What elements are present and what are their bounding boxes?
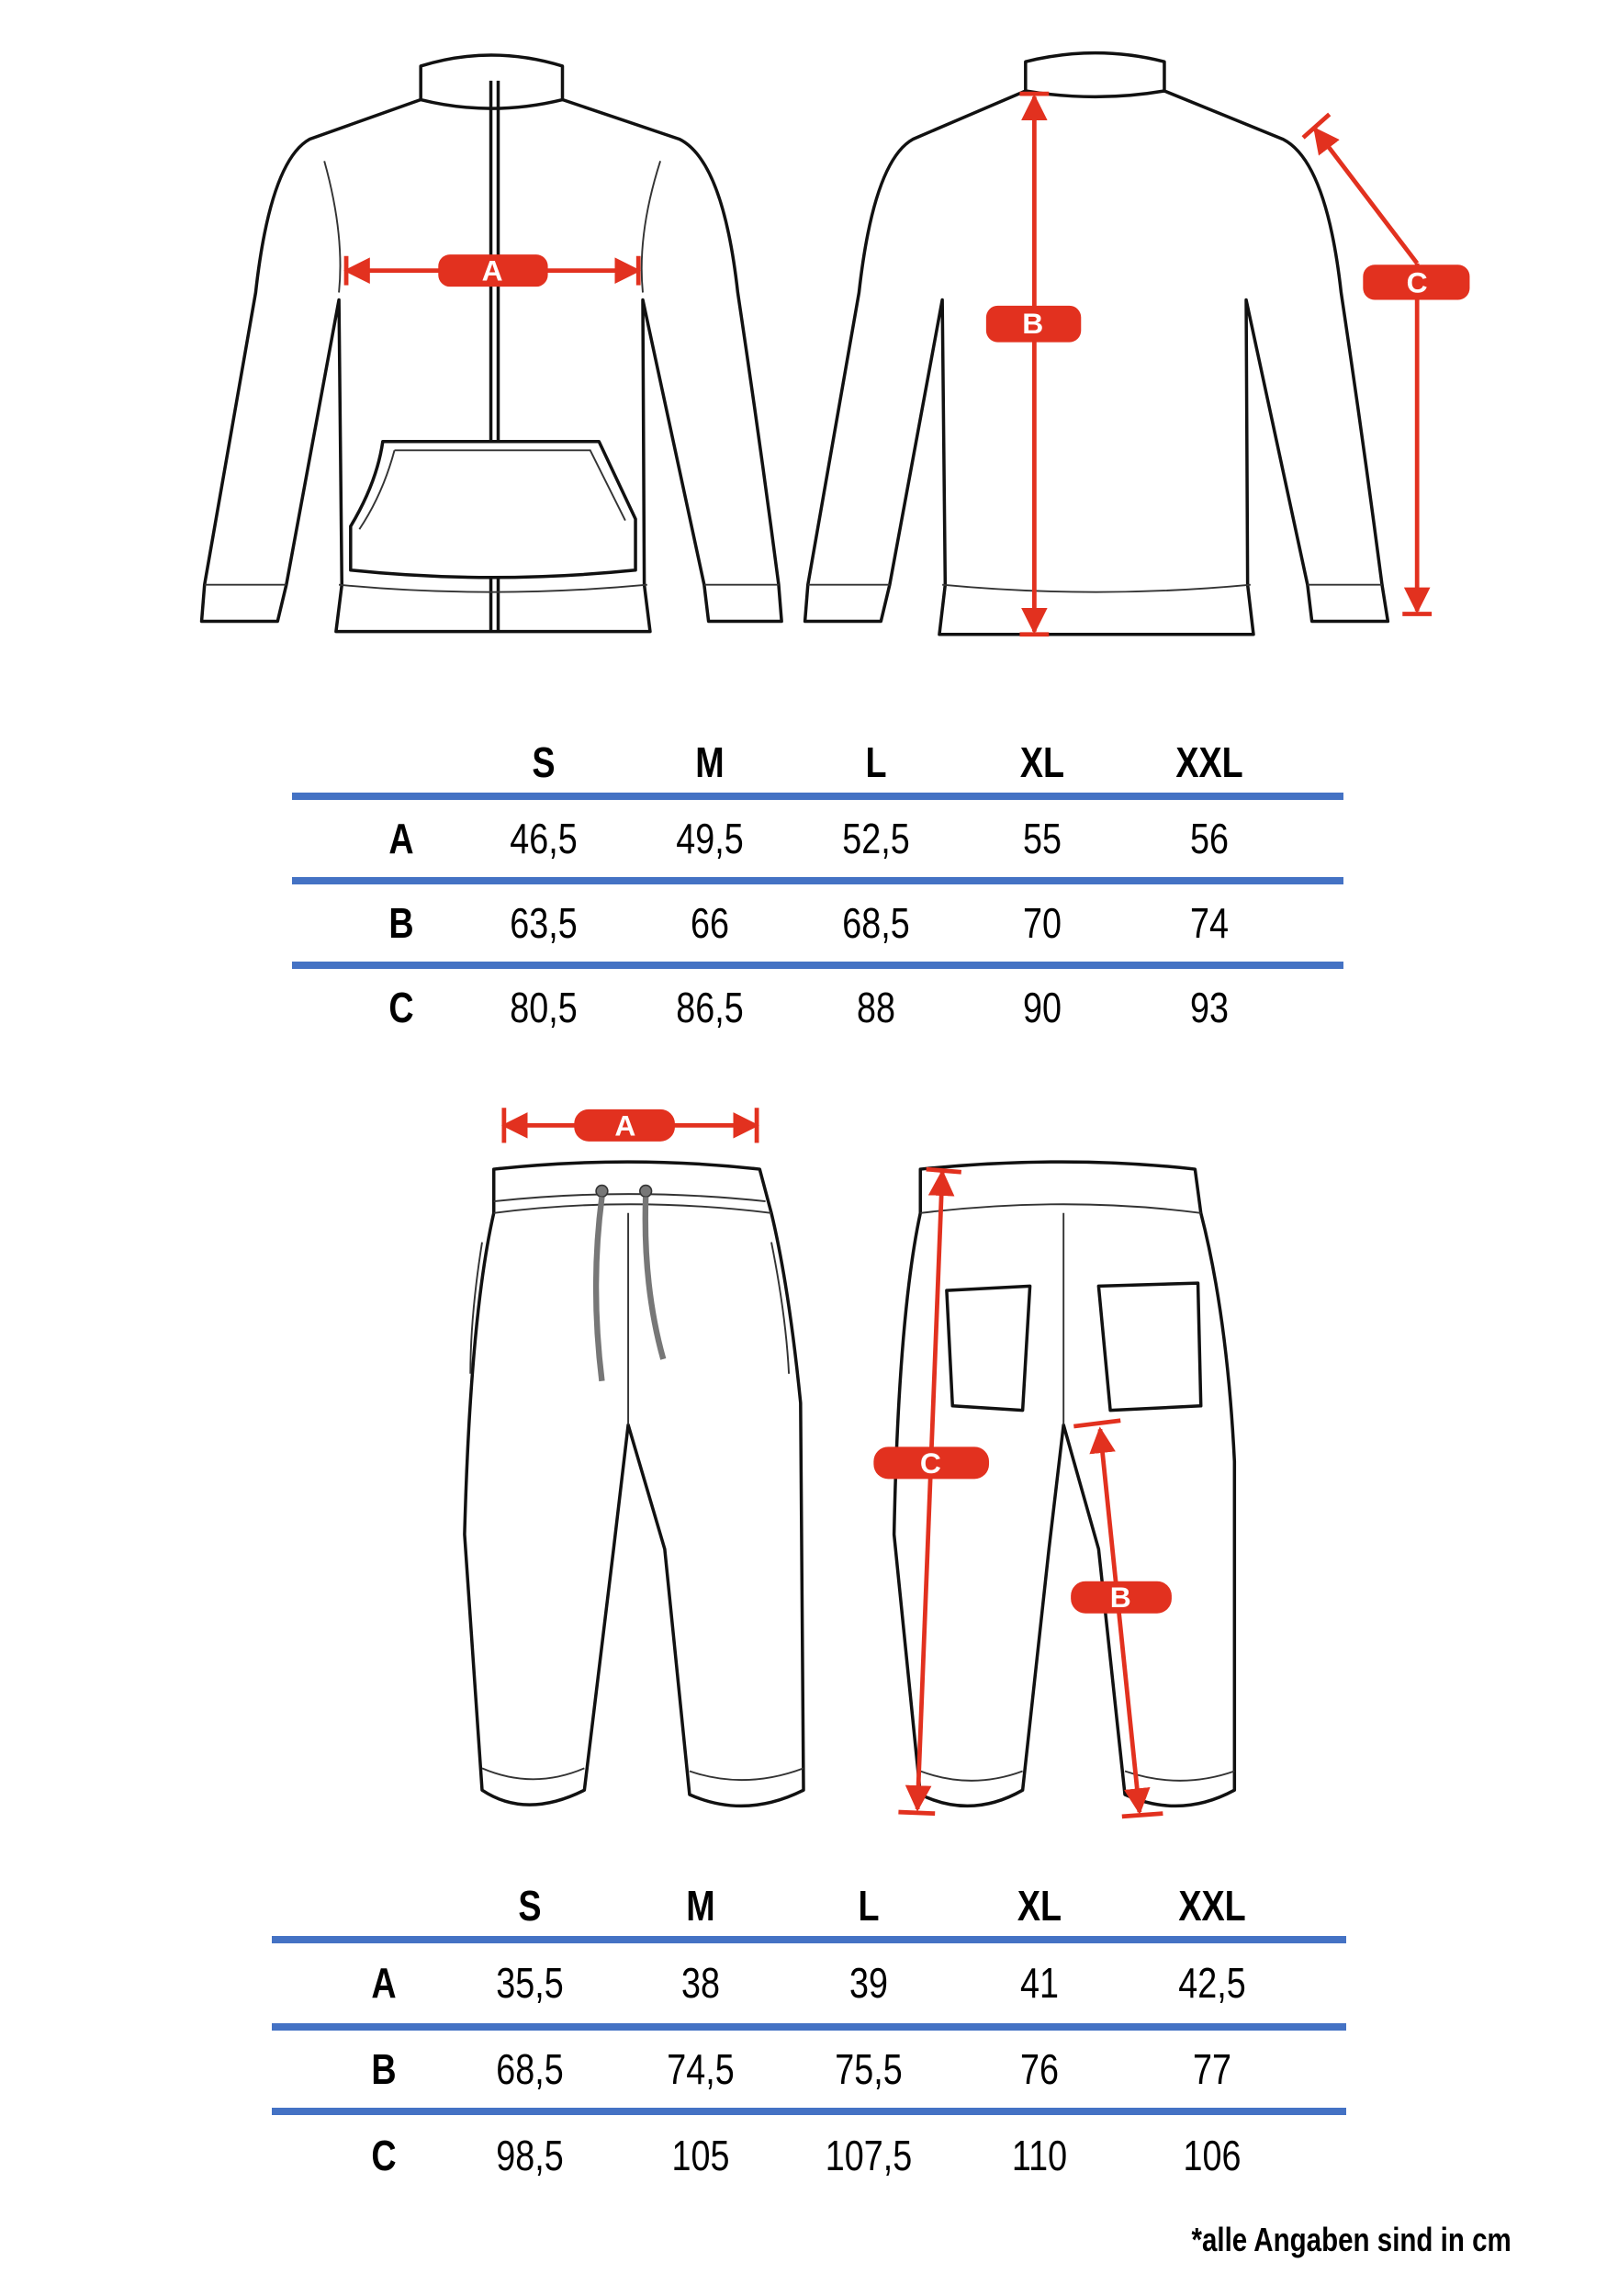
table-cell: 110 [1011,2132,1068,2179]
table-divider [272,2108,1346,2115]
size-header: XL [1017,1882,1062,1930]
table-cell: 49,5 [676,815,744,862]
pants-label-b: B [1110,1581,1131,1614]
pants-measure-b: B [1071,1418,1172,1819]
table-cell: 75,5 [835,2045,903,2093]
table-cell: 106 [1183,2132,1242,2179]
jacket-measure-c: C [1301,112,1470,616]
table-cell: 35,5 [496,1959,564,2007]
table-cell: 90 [1023,984,1062,1031]
table-cell: 98,5 [496,2132,564,2179]
jacket-label-b: B [1022,307,1043,340]
size-header: L [865,738,887,786]
table-cell: 77 [1193,2045,1231,2093]
pants-front-drawing [463,1160,805,1808]
pants-measure-a: A [501,1108,759,1143]
table-cell: 39 [849,1959,888,2007]
table-cell: 76 [1020,2045,1059,2093]
table-cell: 68,5 [496,2045,564,2093]
jacket-label-a: A [482,254,503,287]
table-cell: 41 [1020,1959,1059,2007]
pants-label-a: A [614,1109,635,1142]
table-divider [292,877,1343,884]
table-cell: 88 [857,984,895,1031]
size-header: XXL [1175,738,1243,786]
row-label: C [388,984,414,1031]
jacket-measure-b: B [985,91,1082,637]
row-label: A [388,815,414,862]
table-cell: 63,5 [510,899,578,947]
table-divider [272,1936,1346,1943]
pants-label-c: C [920,1446,941,1480]
row-label: C [371,2132,397,2179]
table-cell: 38 [681,1959,720,2007]
table-cell: 55 [1023,815,1062,862]
table-cell: 74,5 [667,2045,735,2093]
jacket-front-drawing [199,53,783,634]
table-cell: 42,5 [1178,1959,1246,2007]
jacket-measure-a: A [343,254,642,287]
table-cell: 80,5 [510,984,578,1031]
table-cell: 52,5 [842,815,910,862]
size-header: S [518,1882,542,1930]
table-cell: 107,5 [825,2132,913,2179]
table-cell: 93 [1190,984,1229,1031]
table-divider [272,2023,1346,2031]
size-header: L [858,1882,880,1930]
pants-measure-c: C [873,1166,990,1817]
table-cell: 46,5 [510,815,578,862]
table-cell: 74 [1190,899,1229,947]
row-label: B [388,899,414,947]
table-cell: 70 [1023,899,1062,947]
table-cell: 86,5 [676,984,744,1031]
table-divider [292,962,1343,969]
size-header: M [686,1882,715,1930]
pants-back-drawing [892,1160,1237,1808]
size-header: XL [1019,738,1065,786]
jacket-label-c: C [1407,265,1428,298]
table-cell: 68,5 [842,899,910,947]
table-cell: 105 [671,2132,730,2179]
size-header: S [532,738,556,786]
table-cell: 66 [691,899,729,947]
table-cell: 56 [1190,815,1229,862]
size-header: M [695,738,725,786]
row-label: B [371,2045,397,2093]
units-footnote: *alle Angaben sind in cm [1191,2221,1511,2258]
row-label: A [371,1959,397,2007]
table-divider [292,793,1343,800]
size-header: XXL [1178,1882,1246,1930]
jacket-back-drawing [803,51,1390,636]
